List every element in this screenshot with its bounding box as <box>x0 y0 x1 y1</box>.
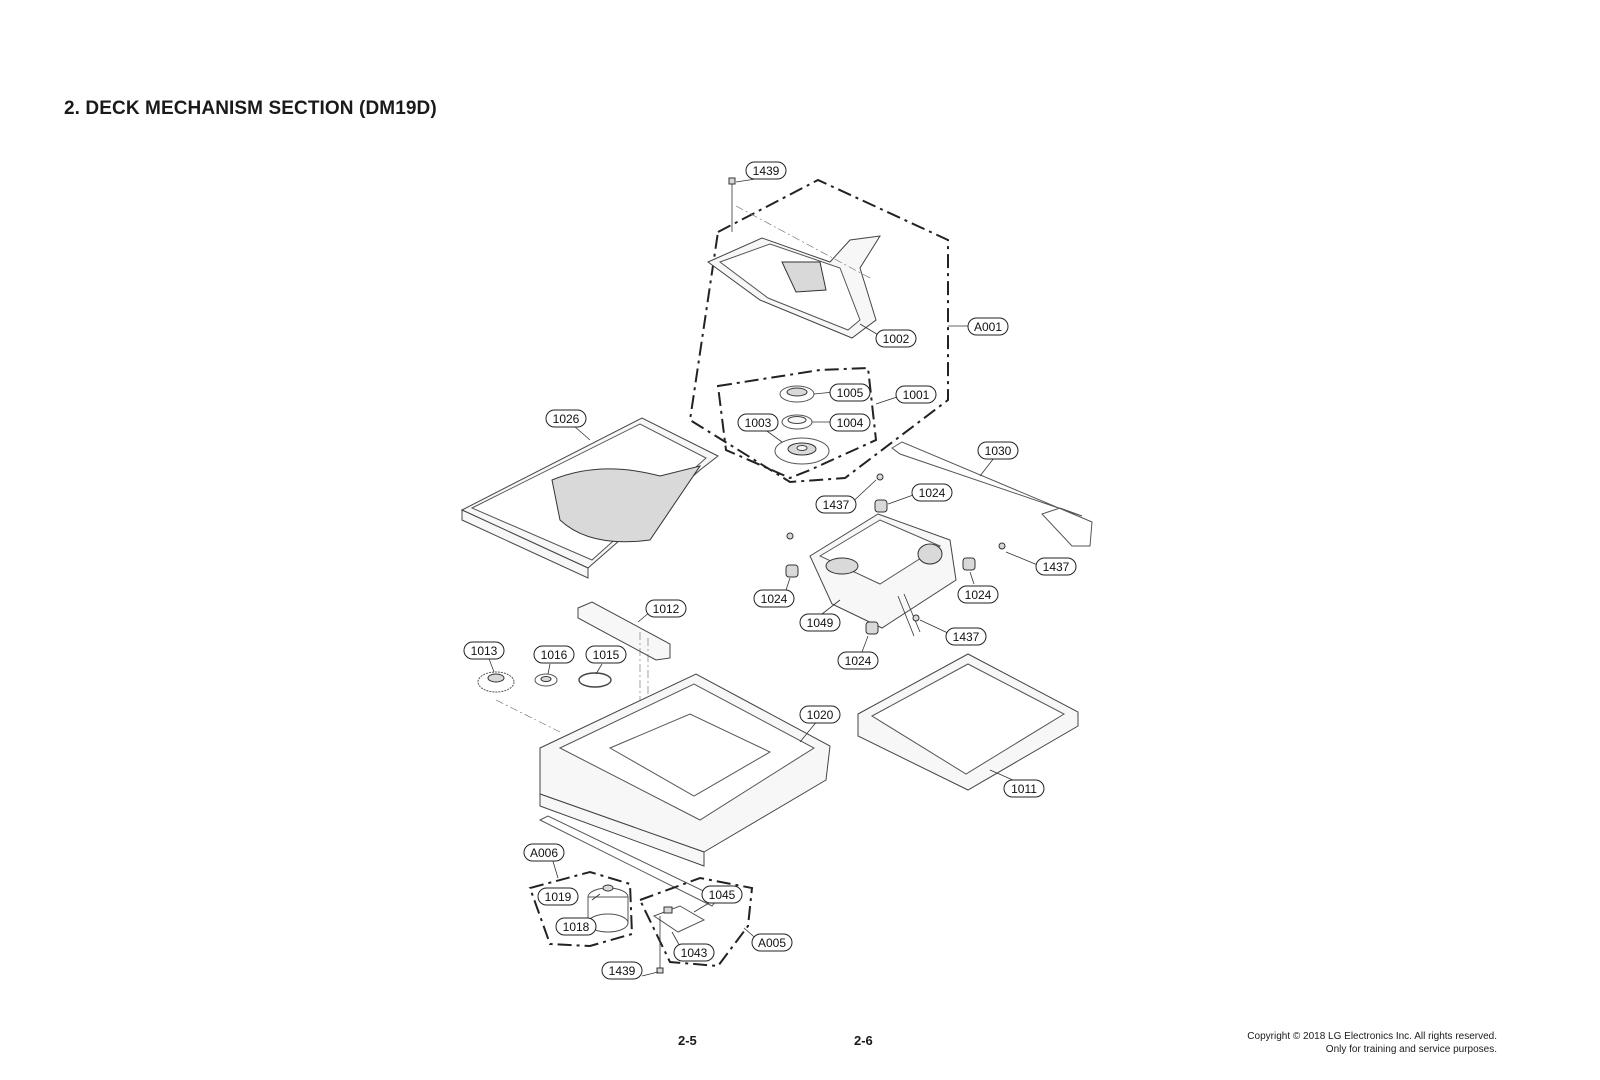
damper-1024-c <box>962 557 976 571</box>
screw-1437-d <box>912 614 920 622</box>
svg-text:1003: 1003 <box>745 416 772 430</box>
svg-text:1024: 1024 <box>965 588 992 602</box>
screw-1437-b <box>786 532 794 540</box>
clamper-magnet-1005 <box>779 385 815 403</box>
callout-1045: 1045 <box>701 885 743 904</box>
callout-1024-b: 1024 <box>753 589 795 608</box>
copyright-notice: Copyright © 2018 LG Electronics Inc. All… <box>1247 1030 1497 1056</box>
svg-text:1024: 1024 <box>919 486 946 500</box>
callout-1002: 1002 <box>875 329 917 348</box>
callout-1439-top: 1439 <box>745 161 787 180</box>
callout-1001: 1001 <box>895 385 937 404</box>
callout-1013: 1013 <box>463 641 505 660</box>
callout-1024-c: 1024 <box>957 585 999 604</box>
page-number-left: 2-5 <box>678 1033 697 1048</box>
clamper-disc-1003 <box>774 437 830 465</box>
callout-1018: 1018 <box>555 917 597 936</box>
screw-1437-a <box>876 473 884 481</box>
screw-1437-c <box>998 542 1006 550</box>
svg-text:1030: 1030 <box>985 444 1012 458</box>
callout-a006: A006 <box>523 843 565 862</box>
bottom-cover-1011 <box>857 653 1079 791</box>
callout-1005: 1005 <box>829 383 871 402</box>
callout-a005: A005 <box>751 933 793 952</box>
group-a006-outline <box>528 870 634 948</box>
page-number-right: 2-6 <box>854 1033 873 1048</box>
damper-1024-b <box>785 564 799 578</box>
svg-text:1002: 1002 <box>883 332 910 346</box>
svg-text:1439: 1439 <box>753 164 780 178</box>
callout-1437-c: 1437 <box>945 627 987 646</box>
callout-1015: 1015 <box>585 645 627 664</box>
svg-text:1043: 1043 <box>681 946 708 960</box>
callout-1030: 1030 <box>977 441 1019 460</box>
copyright-line-2: Only for training and service purposes. <box>1325 1044 1497 1055</box>
callout-1024-d: 1024 <box>837 651 879 670</box>
flat-cable-1030 <box>891 441 1093 547</box>
svg-text:1024: 1024 <box>761 592 788 606</box>
switch-pcb-1043 <box>652 905 706 933</box>
loading-motor-1018 <box>587 887 629 933</box>
callout-1011: 1011 <box>1003 779 1045 798</box>
svg-text:1012: 1012 <box>653 602 680 616</box>
svg-text:1024: 1024 <box>845 654 872 668</box>
svg-text:1437: 1437 <box>1043 560 1070 574</box>
callout-1019: 1019 <box>537 887 579 906</box>
screw-1439-top <box>728 177 736 232</box>
svg-text:1005: 1005 <box>837 386 864 400</box>
svg-text:1015: 1015 <box>593 648 620 662</box>
callout-1012: 1012 <box>645 599 687 618</box>
callout-1049: 1049 <box>799 613 841 632</box>
damper-1024-a <box>874 499 888 513</box>
disc-tray-1026 <box>460 417 719 579</box>
callout-1020: 1020 <box>799 705 841 724</box>
svg-text:1437: 1437 <box>953 630 980 644</box>
main-chassis-1020 <box>539 673 831 867</box>
callout-1024-a: 1024 <box>911 483 953 502</box>
svg-text:1045: 1045 <box>709 888 736 902</box>
belt-1015 <box>578 672 612 688</box>
svg-text:1049: 1049 <box>807 616 834 630</box>
page-title: 2. DECK MECHANISM SECTION (DM19D) <box>64 98 437 119</box>
callout-1437-a: 1437 <box>815 495 857 514</box>
svg-text:A006: A006 <box>530 846 558 860</box>
callout-1004: 1004 <box>829 413 871 432</box>
callout-1003: 1003 <box>737 413 779 432</box>
gear-1013 <box>477 671 515 693</box>
svg-text:1026: 1026 <box>553 412 580 426</box>
svg-text:1439: 1439 <box>609 964 636 978</box>
svg-text:1020: 1020 <box>807 708 834 722</box>
group-a005-outline <box>638 876 754 968</box>
callout-a001: A001 <box>967 317 1009 336</box>
group-a001-outline <box>688 178 949 484</box>
svg-text:A005: A005 <box>758 936 786 950</box>
callout-1437-b: 1437 <box>1035 557 1077 576</box>
clamper-holder-part <box>707 235 881 339</box>
callout-1016: 1016 <box>533 645 575 664</box>
pulley-1016 <box>534 673 558 687</box>
cam-slider-1012 <box>577 601 671 661</box>
callout-1026: 1026 <box>545 409 587 428</box>
clamper-ring-1004 <box>781 414 813 430</box>
damper-1024-d <box>865 621 879 635</box>
svg-text:1011: 1011 <box>1011 782 1037 796</box>
svg-text:1004: 1004 <box>837 416 864 430</box>
callout-1439-bottom: 1439 <box>601 961 643 980</box>
motor-pulley-1019 <box>602 884 614 892</box>
svg-text:A001: A001 <box>974 320 1002 334</box>
svg-text:1016: 1016 <box>541 648 568 662</box>
optical-pickup-1049 <box>809 513 957 637</box>
svg-text:1437: 1437 <box>823 498 850 512</box>
screw-1439-bottom <box>656 916 664 974</box>
svg-text:1001: 1001 <box>903 388 930 402</box>
svg-text:1019: 1019 <box>545 890 572 904</box>
copyright-line-1: Copyright © 2018 LG Electronics Inc. All… <box>1247 1031 1497 1042</box>
svg-text:1018: 1018 <box>563 920 590 934</box>
group-1001-outline <box>716 366 878 480</box>
callout-1043: 1043 <box>673 943 715 962</box>
svg-text:1013: 1013 <box>471 644 498 658</box>
